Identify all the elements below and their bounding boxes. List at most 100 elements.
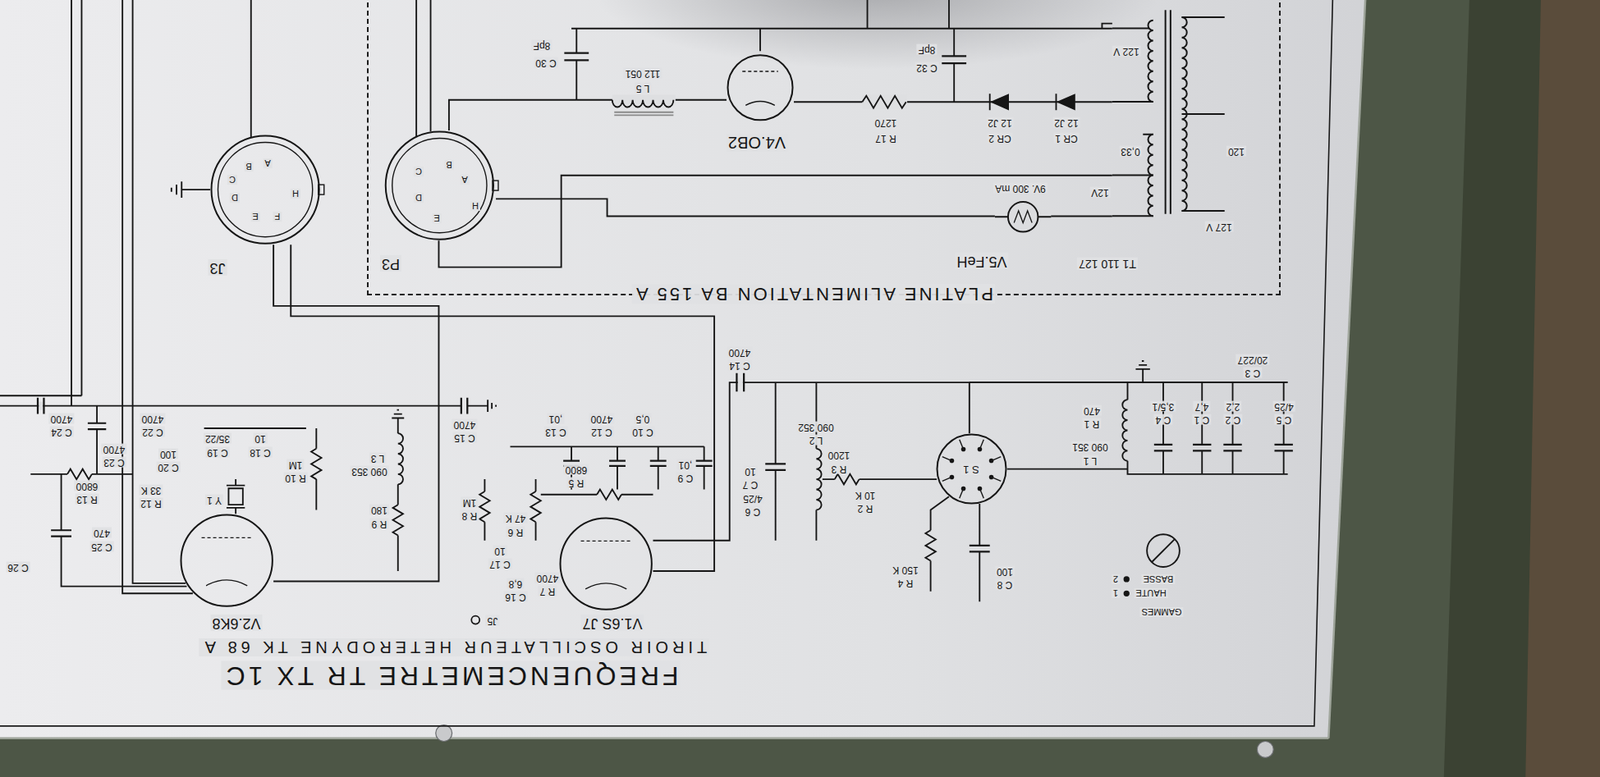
board-heading: PLATINE ALIMENTATION BA 155 A (632, 284, 995, 304)
tube-symbol (201, 537, 252, 539)
component-value: 12 J2 (1052, 117, 1080, 129)
connector-socket (385, 132, 499, 240)
component-value: BASSE (1141, 574, 1175, 585)
range-knob (1124, 577, 1129, 582)
screw (435, 725, 453, 743)
pin-letter: E (250, 210, 260, 221)
part-name: V1.6S J7 (580, 615, 644, 633)
component-value: 0,5 (634, 412, 652, 424)
range-switch (977, 487, 982, 491)
resistor-symbol (861, 96, 906, 109)
pin-letter: B (244, 161, 254, 172)
connector-socket (392, 138, 487, 234)
component-value: C 1 (1192, 413, 1212, 425)
line-gap (861, 95, 908, 110)
component-value: C 18 (247, 446, 272, 458)
component-value: 1M (287, 458, 305, 470)
wire (0, 0, 1289, 602)
tube-symbol (180, 515, 272, 607)
coil-symbol (614, 112, 674, 116)
subtitle: TIROIR OSCILLATEUR HETERODYNE TK 68 A (199, 638, 710, 657)
component-value: 122 V (1112, 45, 1142, 57)
connector-socket (211, 136, 325, 244)
component-value: R 12 (138, 497, 163, 509)
pin-letter: A (459, 174, 469, 185)
component-value: L 5 (634, 82, 652, 93)
pin-letter: F (273, 210, 283, 221)
component-value: 35/22 (203, 433, 232, 445)
component-value: 470 (1081, 404, 1102, 416)
component-value: C 23 (102, 456, 127, 468)
component-value: C 26 (6, 562, 31, 574)
component-value: L 1 (1081, 454, 1098, 466)
component-value: 4700 (451, 418, 477, 430)
range-switch (949, 459, 954, 464)
component-value: 12 J2 (985, 117, 1014, 129)
resistor-symbol (67, 469, 860, 500)
component-value: R 13 (74, 493, 99, 505)
component-value: 120 (1226, 145, 1247, 156)
range-switch (962, 487, 966, 491)
component-value: 12V (1089, 186, 1110, 198)
component-value: 100 (994, 565, 1015, 577)
component-value: C 10 (630, 426, 655, 437)
component-value: R 5 (567, 476, 587, 488)
coil-symbol (816, 449, 821, 511)
ballast-symbol (994, 201, 1051, 233)
component-value: J5 (485, 614, 500, 626)
component-value: C 8 (995, 579, 1015, 591)
component-value: 4700 (48, 412, 74, 424)
printed-border (0, 0, 1333, 727)
component-value: 0,33 (1119, 145, 1142, 156)
component-value: C 15 (452, 432, 477, 444)
component-value: 4/25 (1272, 400, 1295, 412)
component-value: 6800 (73, 480, 100, 491)
tube-symbol (742, 70, 778, 72)
component-value: 10 K (853, 489, 878, 500)
component-value: C 16 (503, 591, 528, 603)
coil-symbol (398, 433, 404, 485)
coil-symbol (398, 100, 1128, 511)
component-value: 4,7 (1193, 400, 1211, 412)
pin-letter: H (290, 188, 301, 199)
tube-symbol (206, 580, 248, 587)
line-gap (38, 95, 908, 411)
component-value: 10 (252, 433, 267, 445)
component-value: ,01 (547, 412, 565, 424)
connector-socket (210, 134, 321, 245)
component-value: C 25 (90, 541, 115, 553)
connector-socket: P3 (383, 130, 496, 241)
range-knob (1124, 534, 1180, 596)
component-value: R 7 (538, 585, 558, 596)
coil-symbol (1122, 399, 1128, 462)
title: FREQUENCEMETRE TR TX 1C (221, 660, 681, 690)
component-value: 6,8 (506, 577, 524, 589)
component-value: GAMMES (1139, 607, 1183, 618)
tube-symbol (560, 518, 652, 610)
component-value: C 2 (1223, 413, 1243, 425)
component-value: 8pF (916, 43, 937, 55)
ballast-symbol (1008, 201, 1039, 233)
line-gap (38, 402, 43, 411)
tube-symbol (726, 50, 794, 124)
pin-letter: D (413, 192, 424, 203)
component-value: R 6 (505, 526, 525, 537)
component-value: 090 353 (349, 466, 389, 477)
tube-symbol (585, 583, 627, 590)
component-value: 10 (742, 466, 757, 477)
component-value: ,01 (677, 458, 695, 470)
ballast-symbol (994, 201, 1051, 234)
tube-symbol (179, 513, 274, 608)
part-name: P3 (380, 255, 402, 272)
pin-letter: C (413, 166, 424, 177)
component-value: 4700 (140, 412, 166, 424)
wire-connector (449, 100, 727, 131)
capacitor-symbol (37, 53, 1293, 553)
range-knob (1151, 539, 1174, 562)
tube-symbol (560, 518, 652, 610)
diode-symbol (991, 95, 1075, 110)
component-value: C 19 (205, 446, 230, 458)
